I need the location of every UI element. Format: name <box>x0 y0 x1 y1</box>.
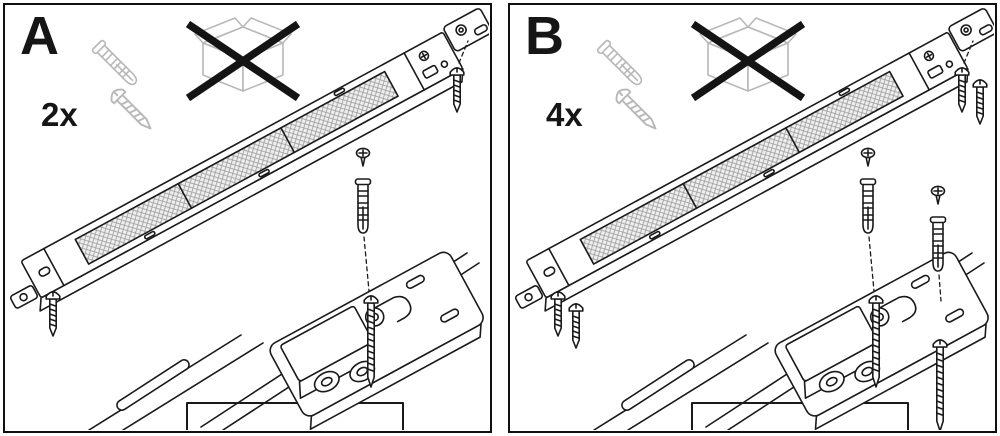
fixing-screw <box>972 79 988 125</box>
panel-label-a: A <box>20 6 59 66</box>
panel-label-b: B <box>525 6 564 66</box>
quantity-label-b: 4x <box>546 96 583 133</box>
panel-a: A 2x <box>3 3 492 433</box>
alignment-guide <box>938 274 942 302</box>
installation-drawing <box>5 7 489 430</box>
panel-b: B 4x <box>508 3 997 433</box>
fixing-screw-top <box>930 185 946 205</box>
panel-a-drawing <box>5 5 489 430</box>
panel-b-drawing <box>510 5 994 430</box>
quantity-label-a: 2x <box>41 96 78 133</box>
installation-drawing <box>510 7 994 430</box>
fixing-screw <box>568 302 584 349</box>
additional-fixings <box>568 79 988 430</box>
fixing-wall-anchor <box>929 216 947 272</box>
